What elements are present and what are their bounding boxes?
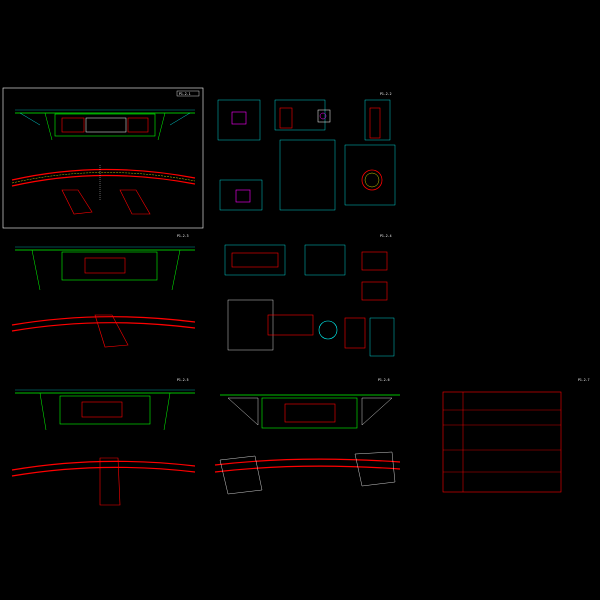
sheet-7-tag: P1-2-7 xyxy=(578,378,590,382)
sheet-6: P1-2-6 xyxy=(214,378,401,495)
notes-table xyxy=(442,391,562,493)
sheet-2-tag: P1-2-2 xyxy=(380,92,392,96)
sheet-4: P1-2-4 xyxy=(224,234,395,357)
sheet-2: P1-2-2 xyxy=(217,92,396,211)
sheet-5: P1-2-5 xyxy=(11,378,196,506)
sheet-1-elevation xyxy=(15,109,195,141)
sheet-1-tag-box xyxy=(176,90,200,97)
sheet-3: P1-2-3 xyxy=(11,234,196,348)
sheet-7: P1-2-7 xyxy=(442,378,590,493)
sheet-3-tag: P1-2-3 xyxy=(177,234,189,238)
sheet-6-tag: P1-2-6 xyxy=(378,378,390,382)
sheet-1: P1-2-1 xyxy=(2,87,204,229)
sheet-4-tag: P1-2-4 xyxy=(380,234,392,238)
sheet-1-tag: P1-2-1 xyxy=(179,92,191,96)
sheet-1-plan xyxy=(11,165,196,215)
sheet-5-tag: P1-2-5 xyxy=(177,378,189,382)
